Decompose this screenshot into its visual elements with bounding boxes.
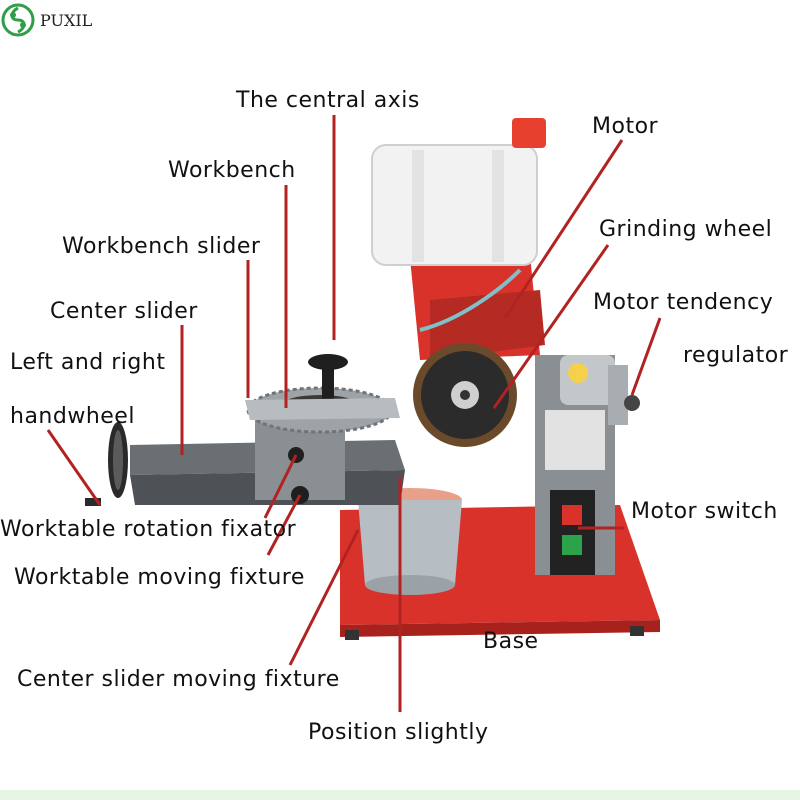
leader-motor xyxy=(503,139,624,319)
label-position-slightly: Position slightly xyxy=(308,720,489,745)
label-workbench-slider: Workbench slider xyxy=(62,234,261,259)
leader-grinding-wheel xyxy=(492,244,610,409)
label-motor: Motor xyxy=(592,114,659,139)
leader-motor-tendency xyxy=(630,317,662,396)
label-workbench: Workbench xyxy=(168,158,296,183)
label-handwheel: handwheel xyxy=(10,404,135,429)
water-tank xyxy=(371,118,546,266)
label-grinding-wheel: Grinding wheel xyxy=(599,217,773,242)
label-center-slider-moving: Center slider moving fixture xyxy=(17,667,340,692)
grinding-wheel xyxy=(413,343,517,447)
bottom-strip xyxy=(0,790,800,800)
label-worktable-moving: Worktable moving fixture xyxy=(14,565,305,590)
leader-worktable-moving xyxy=(266,494,302,556)
label-worktable-rotation: Worktable rotation fixator xyxy=(0,517,297,542)
label-base: Base xyxy=(483,629,539,654)
handwheel xyxy=(85,422,128,506)
label-motor-tendency: Motor tendency xyxy=(593,290,774,315)
leader-center-slider-moving xyxy=(288,529,360,666)
leader-rotation-fixator xyxy=(263,454,298,519)
switch-box xyxy=(550,490,595,575)
label-regulator: regulator xyxy=(683,343,789,368)
label-left-right: Left and right xyxy=(10,350,166,375)
coolant-tube xyxy=(419,268,522,332)
workbench-slider-plate xyxy=(245,398,400,420)
label-central-axis: The central axis xyxy=(236,88,420,113)
brand-logo: PUXIL xyxy=(0,0,92,40)
label-motor-switch: Motor switch xyxy=(631,499,778,524)
leader-lines xyxy=(46,115,662,712)
motor-housing xyxy=(410,255,545,360)
leader-handwheel xyxy=(46,429,102,506)
swirl-logo-icon xyxy=(1,3,35,37)
brand-name: PUXIL xyxy=(40,10,93,30)
label-center-slider: Center slider xyxy=(50,299,198,324)
saw-blade xyxy=(246,354,394,434)
